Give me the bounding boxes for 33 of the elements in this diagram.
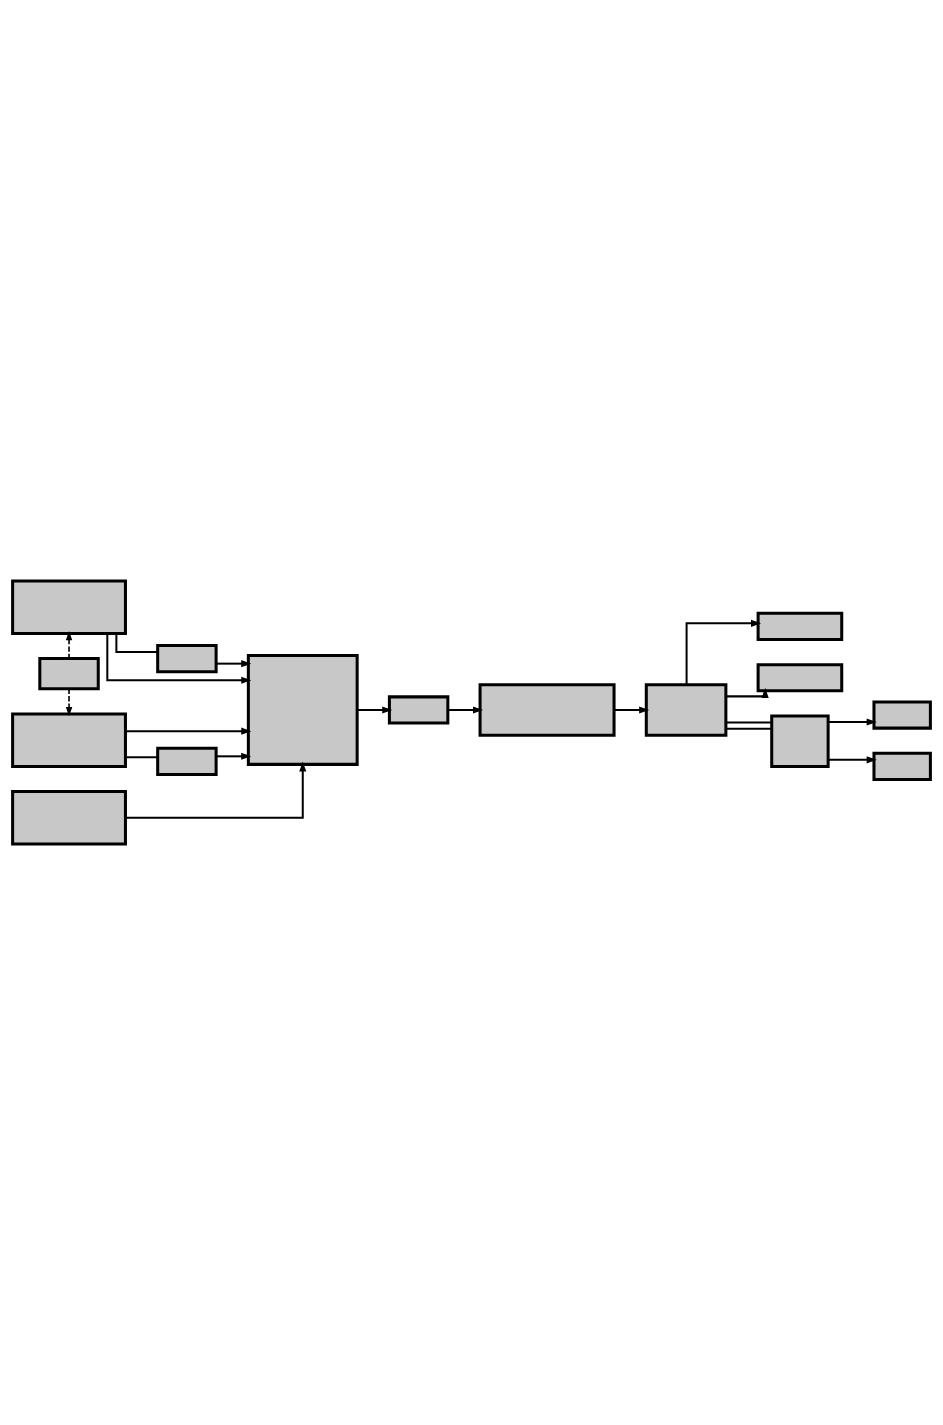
connector — [115, 633, 158, 654]
node-box — [11, 579, 127, 635]
arrow — [685, 619, 762, 685]
arrow — [828, 718, 877, 726]
node-box — [246, 654, 359, 766]
arrow — [106, 633, 252, 684]
arrow — [614, 706, 650, 714]
node-box — [756, 611, 844, 641]
arrow — [828, 756, 877, 764]
node-box — [478, 683, 616, 737]
node-box — [756, 663, 844, 693]
arrow — [65, 688, 73, 717]
node-box — [872, 751, 932, 781]
arrow — [357, 706, 393, 714]
node-box — [11, 790, 127, 846]
node-box — [387, 695, 450, 725]
node-box — [156, 644, 218, 674]
node-box — [644, 683, 728, 737]
node-box — [38, 657, 100, 691]
connector — [725, 721, 772, 724]
node-box — [11, 712, 127, 768]
arrow — [216, 752, 252, 760]
connector — [125, 756, 158, 759]
arrow — [125, 727, 252, 735]
arrow — [216, 660, 252, 668]
arrow — [726, 687, 769, 698]
connector — [725, 727, 772, 730]
arrow — [125, 761, 307, 819]
node-box — [156, 746, 218, 776]
node-box — [872, 700, 932, 730]
arrow — [65, 631, 73, 660]
arrow — [448, 706, 484, 714]
node-box — [770, 714, 830, 768]
